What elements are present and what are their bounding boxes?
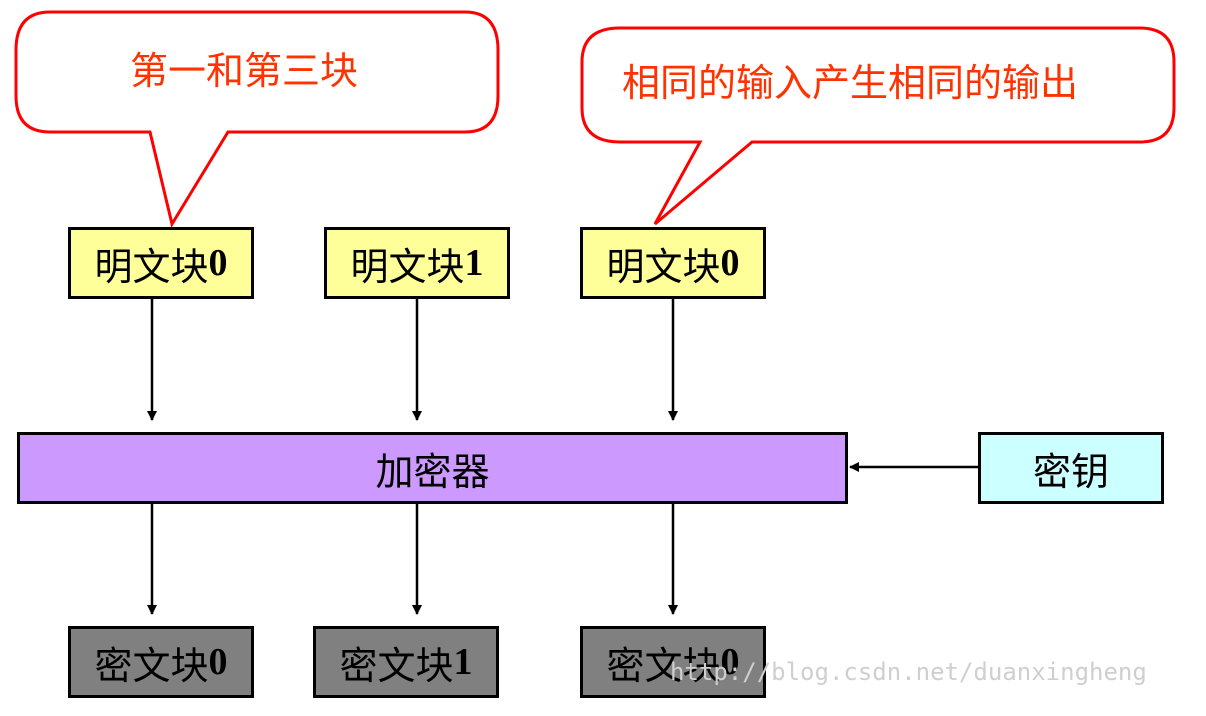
callout-text-2: 相同的输入产生相同的输出 bbox=[622, 61, 1079, 105]
ciphertext-block-0-label: 密文块 bbox=[94, 643, 209, 688]
plaintext-block-1-number: 1 bbox=[464, 242, 484, 284]
plaintext-block-0-number: 0 bbox=[208, 242, 228, 284]
plaintext-block-1-label: 明文块 bbox=[350, 244, 465, 289]
encryptor-bar: 加密器 bbox=[17, 432, 848, 504]
callout-text-1: 第一和第三块 bbox=[130, 49, 359, 93]
plaintext-block-0-label: 明文块 bbox=[94, 244, 209, 289]
callout-bubble-1 bbox=[14, 10, 500, 228]
plaintext-block-2-label: 明文块 bbox=[606, 244, 721, 289]
ciphertext-block-1-label: 密文块 bbox=[339, 643, 454, 688]
watermark-text: http://blog.csdn.net/duanxingheng bbox=[670, 658, 1147, 686]
plaintext-block-2-number: 0 bbox=[720, 242, 740, 284]
ciphertext-block-2-number: 0 bbox=[720, 641, 740, 683]
ciphertext-block-0-number: 0 bbox=[208, 641, 228, 683]
ciphertext-block-2-label: 密文块 bbox=[606, 643, 721, 688]
key-label: 密钥 bbox=[1032, 449, 1109, 494]
callout-bubble-2 bbox=[580, 26, 1176, 226]
encryptor-label: 加密器 bbox=[375, 449, 490, 494]
ciphertext-block-1-number: 1 bbox=[453, 641, 473, 683]
key-box: 密钥 bbox=[978, 432, 1164, 504]
